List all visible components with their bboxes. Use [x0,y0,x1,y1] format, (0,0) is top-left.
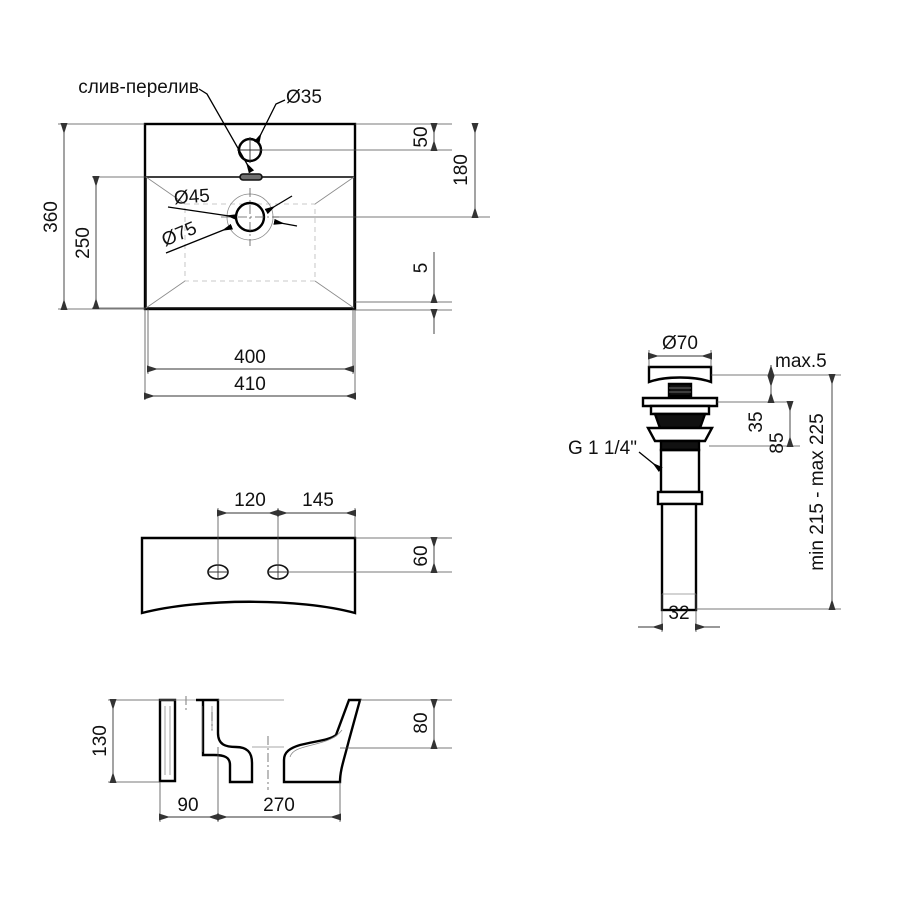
section-bowl-profile [282,698,362,784]
dim-120: 120 [217,490,279,565]
overflow-label: слив-перелив [78,77,199,98]
front-view-holes [207,564,289,580]
overflow-leader [198,88,255,174]
dim-130: 130 [90,699,160,783]
dim-35: 35 [746,376,775,433]
tap-hole-dia-label: Ø35 [286,87,322,108]
dim-400: 400 [147,309,354,374]
valve-detail-group: Ø70 max.5 35 85 min 215 - max 225 [568,333,841,632]
valve-cap [647,365,713,384]
section-view-group: 130 80 90 270 [90,696,452,822]
dim-400-text: 400 [234,347,266,368]
dim-250: 250 [73,176,146,309]
valve-thread [659,448,701,494]
dim-35-text: 35 [746,411,767,432]
section-rear-wall [158,698,177,783]
dim-50: 50 [261,123,452,151]
drain-right-leaders [264,195,298,227]
dim-60: 60 [288,537,452,573]
section-bracket [196,698,254,784]
tap-hole [237,137,263,163]
dim-85: 85 [709,401,800,454]
drain-inner-dia-label: Ø45 [173,186,210,209]
dim-total-range: min 215 - max 225 [696,374,841,610]
dim-5-text: 5 [411,263,432,274]
valve-body-collar [653,412,707,430]
dim-145-text: 145 [302,490,334,511]
dim-180-text: 180 [451,154,472,186]
dim-85-text: 85 [767,432,788,453]
dim-80-text: 80 [411,712,432,733]
dim-360-text: 360 [41,201,62,233]
dim-270-text: 270 [263,795,295,816]
dim-total-range-text: min 215 - max 225 [807,413,828,570]
dim-90: 90 [159,747,219,822]
overflow-slot [239,173,263,181]
dim-max5: max.5 [711,351,841,403]
front-view-outline [140,536,357,615]
thread-label: G 1 1/4" [568,438,637,459]
drain-outer-leader [165,223,234,254]
dim-90-text: 90 [177,795,198,816]
dim-180: 180 [273,123,490,218]
dim-d70: Ø70 [648,333,712,367]
dim-145: 145 [277,490,356,538]
valve-stem [667,382,693,398]
dim-60-text: 60 [411,545,432,566]
valve-flange [641,396,719,408]
top-view-group: слив-перелив Ø35 Ø45 Ø75 360 250 [41,77,490,400]
drain-inner-leader [167,206,238,221]
valve-tube [660,502,698,612]
dim-250-text: 250 [73,227,94,259]
dim-120-text: 120 [234,490,266,511]
valve-gasket [659,439,701,452]
drain-outer-dia-label: Ø75 [159,218,200,251]
dim-410-text: 410 [234,374,266,395]
dim-410: 410 [144,309,356,400]
dim-d70-text: Ø70 [662,333,698,354]
tap-hole-leader [253,99,286,145]
basin-outline [143,122,357,311]
valve-body-upper [649,404,711,416]
valve-lower-collar [656,490,704,506]
dim-360: 360 [41,123,145,310]
thread-leader [638,451,663,472]
bowl-taper-lines [145,176,355,309]
drain-hole [221,188,279,246]
front-view-group: 120 145 60 [140,490,452,615]
dim-130-text: 130 [90,725,111,757]
dim-270: 270 [217,782,341,822]
valve-body-skirt [645,426,715,443]
dim-5: 5 [355,252,452,334]
dim-50-text: 50 [411,126,432,147]
dim-32-text: 32 [668,603,689,624]
dim-80: 80 [340,699,452,749]
dim-32: 32 [638,594,720,632]
dim-max5-text: max.5 [775,351,827,372]
